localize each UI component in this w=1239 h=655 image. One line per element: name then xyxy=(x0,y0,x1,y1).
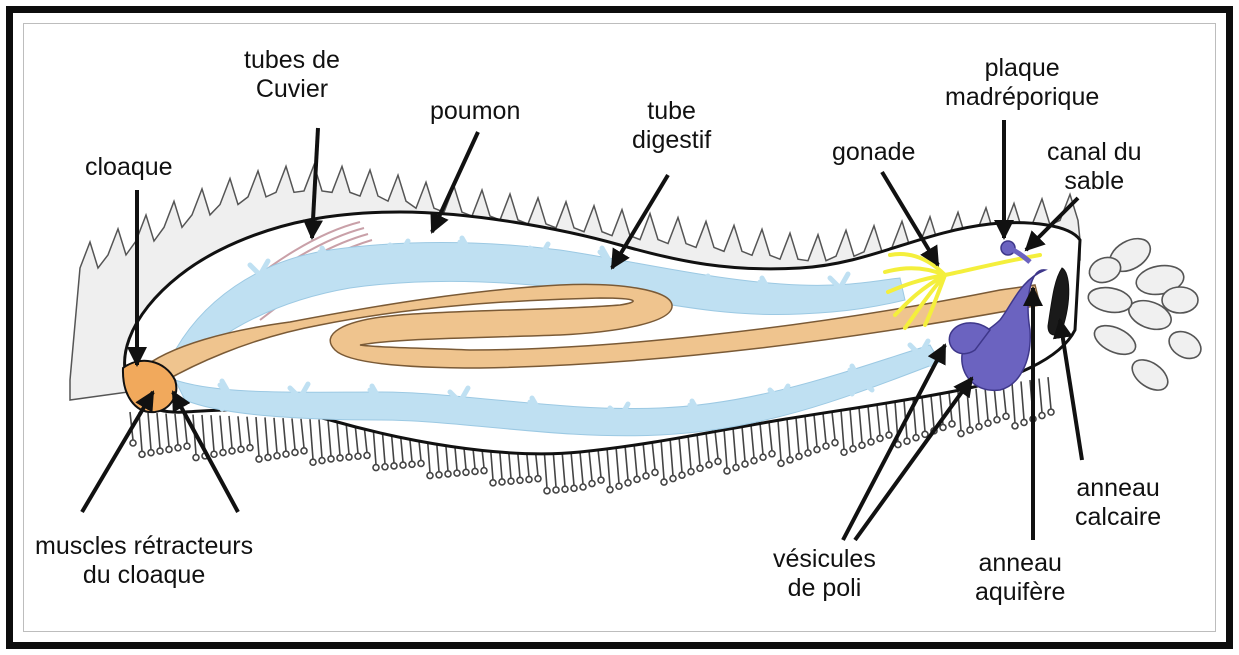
label-poumon: poumon xyxy=(430,97,520,126)
label-gonade: gonade xyxy=(832,138,915,167)
oral-tentacles xyxy=(1086,232,1206,396)
arrow-anneau-calcaire xyxy=(1060,320,1082,460)
label-cloaque: cloaque xyxy=(85,153,173,182)
